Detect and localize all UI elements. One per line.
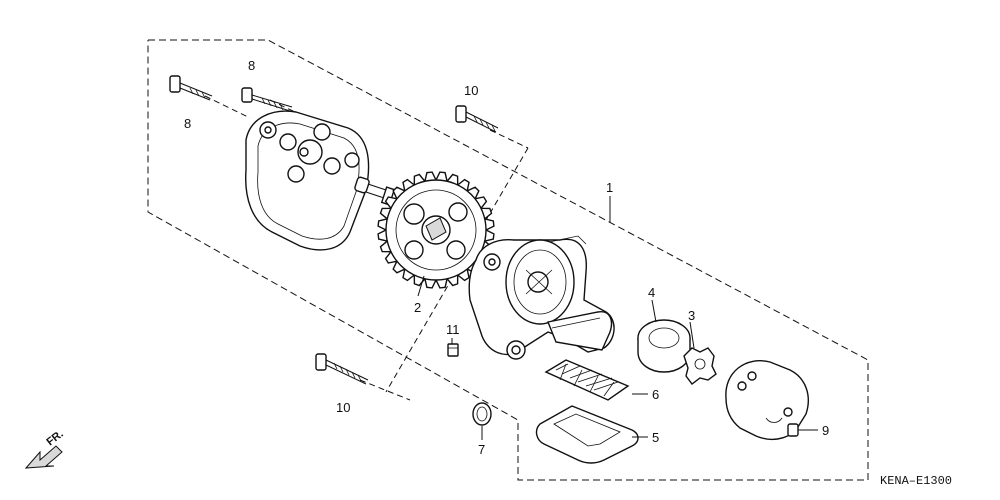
callout-3: 3 xyxy=(688,308,695,323)
bolt-8-lower xyxy=(169,75,213,101)
callout-5: 5 xyxy=(652,430,659,445)
pump-body xyxy=(468,235,615,360)
strainer-seal-5 xyxy=(535,405,639,464)
outer-rotor-4 xyxy=(637,319,691,373)
callout-10-bottom: 10 xyxy=(336,400,350,415)
oil-strainer-6 xyxy=(544,359,630,401)
callout-4: 4 xyxy=(648,285,655,300)
driven-gear xyxy=(377,171,495,289)
bolt-10-upper xyxy=(455,105,499,133)
callout-8-top: 8 xyxy=(248,58,255,73)
assembly-frame xyxy=(147,39,869,481)
rear-plate xyxy=(725,360,809,441)
leader-lines xyxy=(417,196,818,440)
callout-6: 6 xyxy=(652,387,659,402)
pump-cover xyxy=(245,110,370,251)
callout-2: 2 xyxy=(414,300,421,315)
front-marker-label: FR. xyxy=(44,428,65,448)
callout-7: 7 xyxy=(478,442,485,457)
front-arrow-icon: FR. xyxy=(24,428,66,469)
bolt-8-upper xyxy=(241,87,293,112)
drawing-code: KENA–E1300 xyxy=(880,474,952,488)
dowel-pin-11 xyxy=(447,343,459,357)
inner-rotor-3 xyxy=(683,347,717,385)
callout-9: 9 xyxy=(822,423,829,438)
callout-8-left: 8 xyxy=(184,116,191,131)
callout-11: 11 xyxy=(446,322,460,337)
callout-1: 1 xyxy=(606,180,613,195)
o-ring-7 xyxy=(472,402,492,426)
bolt-10-lower xyxy=(315,353,369,385)
callout-10-top: 10 xyxy=(464,83,478,98)
